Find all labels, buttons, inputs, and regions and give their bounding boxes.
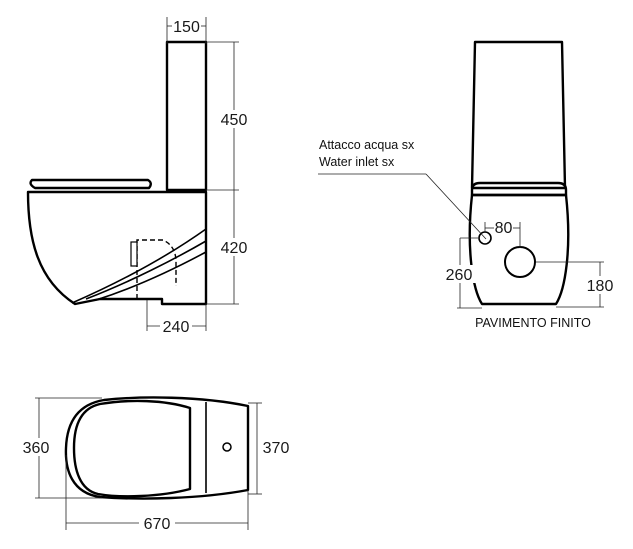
side-bowl	[26, 190, 208, 306]
front-view: Attacco acqua sx Water inlet sx 80 260 1…	[318, 40, 617, 330]
dim-outlet-offset-text: 240	[163, 319, 190, 336]
side-outlet-dashed	[136, 239, 177, 299]
dim-bowl-height-text: 420	[221, 240, 248, 257]
dim-outlet-height: 180	[536, 261, 617, 308]
dim-tank-height-text: 450	[221, 112, 248, 129]
inlet-label-en: Water inlet sx	[319, 155, 395, 169]
front-seat	[470, 181, 568, 197]
front-outlet	[504, 246, 536, 278]
top-inlet	[222, 442, 232, 452]
dim-tank-depth-text: 150	[173, 19, 200, 36]
dim-inlet-dia-text: 80	[495, 220, 513, 237]
top-seat-lid	[72, 399, 192, 498]
dim-tank-depth: 150	[166, 17, 207, 44]
dim-inlet-height: 260	[443, 237, 482, 309]
side-seat-lid	[29, 178, 152, 190]
dim-inlet-height-text: 260	[446, 267, 473, 284]
dim-width-left-text: 360	[23, 440, 50, 457]
dim-width-left: 360	[20, 397, 102, 499]
dim-width-right: 370	[248, 402, 294, 495]
dim-length: 670	[65, 455, 249, 533]
inlet-leader-line	[425, 173, 487, 240]
side-trap-line-3	[95, 251, 207, 301]
side-view: 150 450 420 240	[26, 17, 249, 336]
dim-length-text: 670	[144, 516, 171, 533]
dim-inlet-dia: 80	[484, 220, 521, 248]
floor-label: PAVIMENTO FINITO	[475, 316, 591, 330]
dim-vertical-side: 450 420	[205, 41, 249, 305]
dim-width-right-text: 370	[263, 440, 290, 457]
top-view: 360 370 670	[20, 396, 294, 533]
side-trap-line-1	[71, 228, 207, 304]
side-cistern	[165, 40, 208, 192]
inlet-label-it: Attacco acqua sx	[319, 138, 415, 152]
side-trap-line-2	[85, 240, 207, 300]
front-bowl	[468, 193, 570, 306]
dim-outlet-height-text: 180	[587, 278, 614, 295]
side-outlet-mark	[130, 241, 138, 267]
front-cistern	[470, 40, 567, 190]
top-body-outline	[64, 396, 250, 500]
dim-outlet-offset: 240	[146, 300, 207, 336]
